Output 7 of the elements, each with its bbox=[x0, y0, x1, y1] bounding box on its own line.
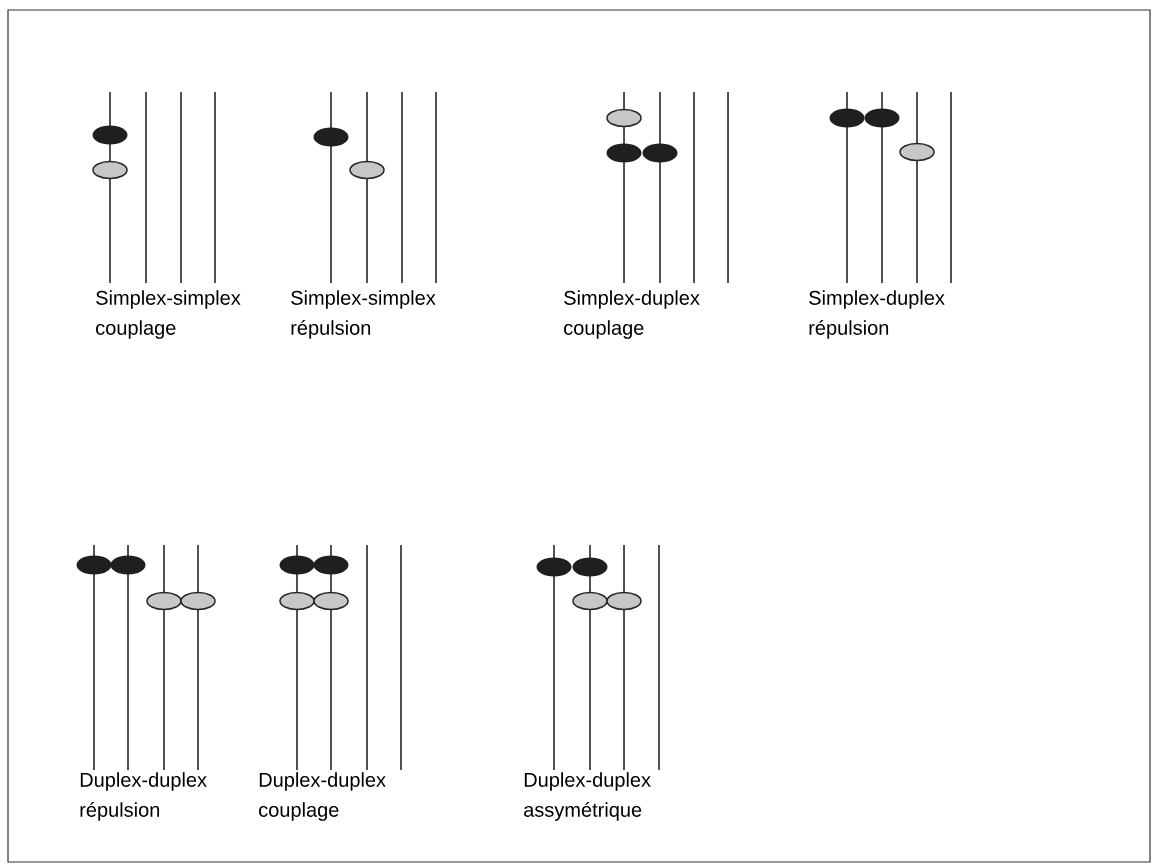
caption: Duplex-duplex répulsion bbox=[80, 772, 207, 821]
caption: Simplex-simplex couplage bbox=[96, 290, 241, 339]
caption: Simplex-simplex répulsion bbox=[291, 290, 436, 339]
caption: Duplex-duplex couplage bbox=[259, 772, 386, 821]
caption: Simplex-duplex couplage bbox=[564, 290, 700, 339]
caption: Simplex-duplex répulsion bbox=[809, 290, 945, 339]
caption: Duplex-duplex assymétrique bbox=[524, 772, 651, 821]
